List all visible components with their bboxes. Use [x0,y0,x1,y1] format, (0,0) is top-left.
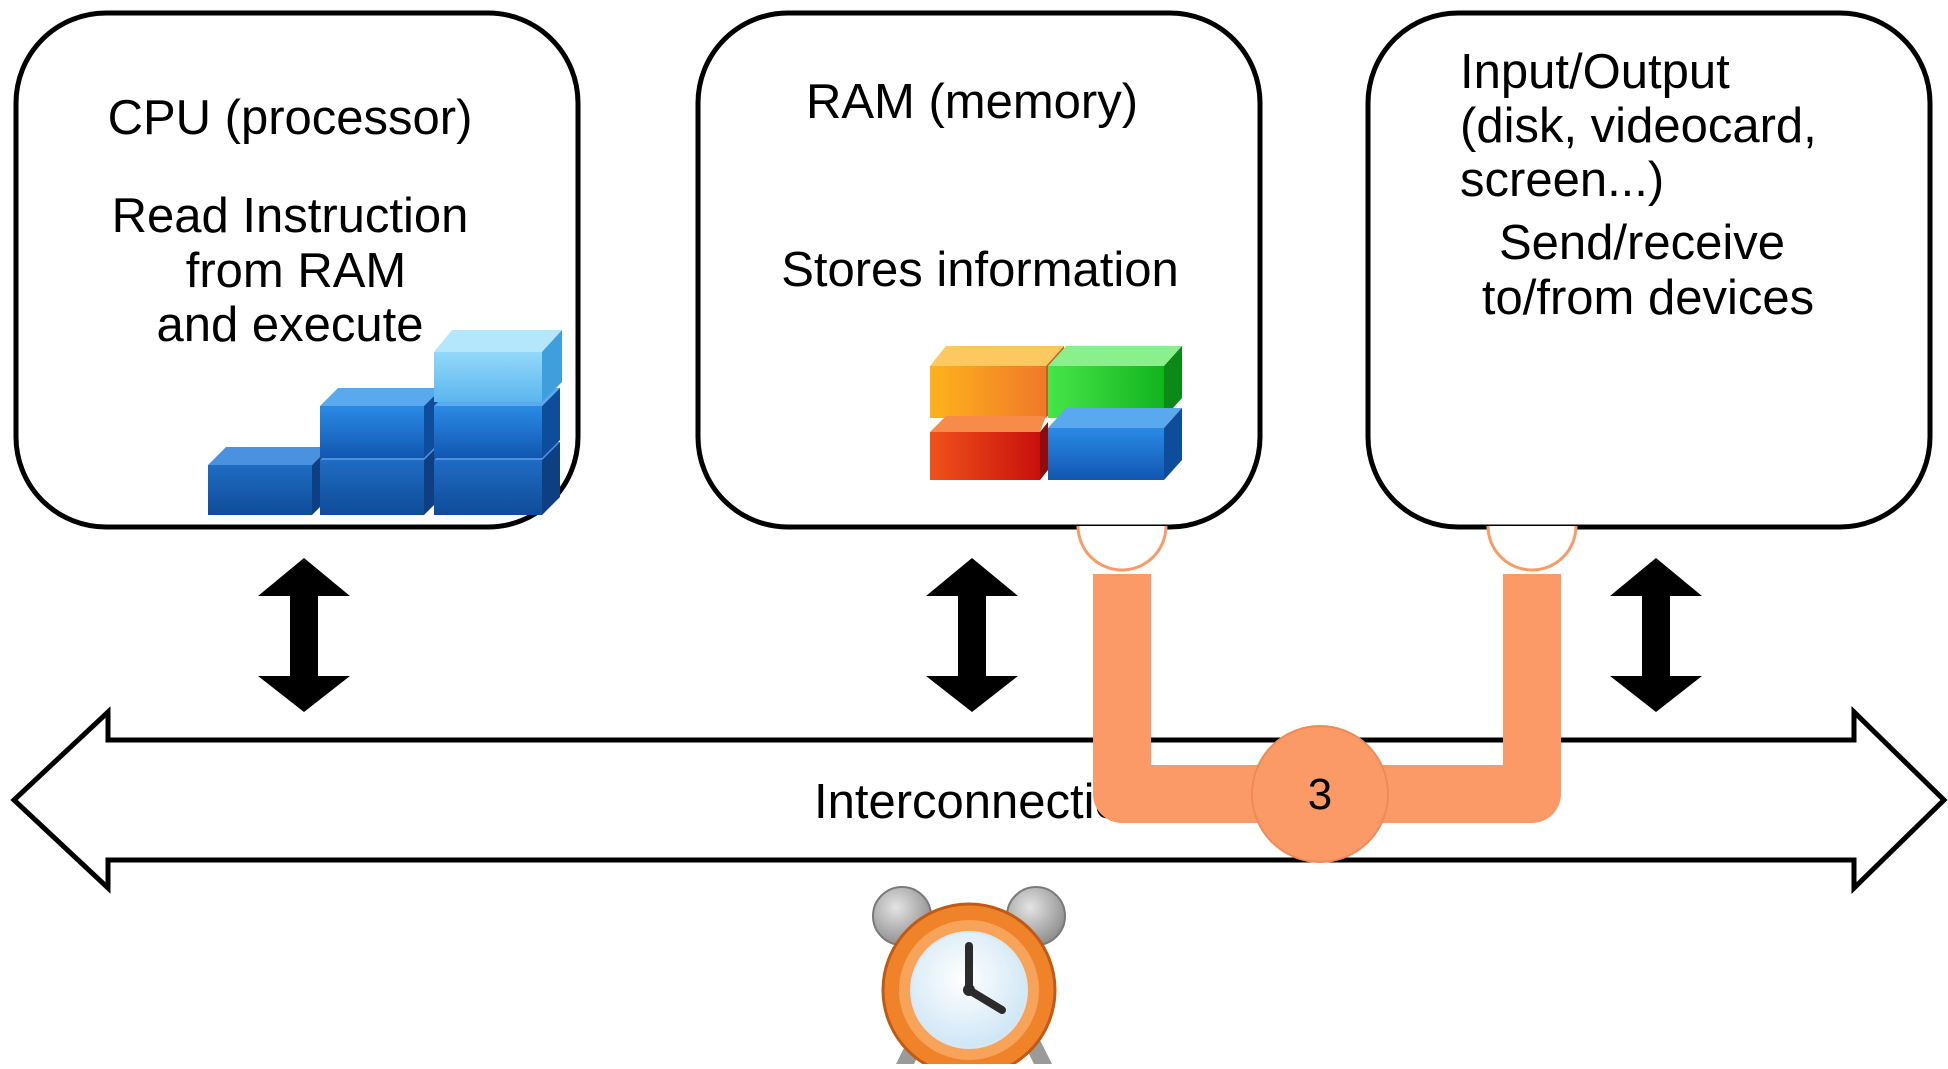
annotation-ram-hook [1076,525,1168,572]
io-bus-double-arrow [1610,558,1702,712]
cpu-desc-line-1: Read Instruction [112,189,469,243]
io-title-line-1: Input/Output [1460,45,1730,99]
io-desc-line-2: to/from devices [1482,271,1814,325]
cpu-desc-line-2: from RAM [186,244,407,298]
io-box: Input/Output (disk, videocard, screen...… [1365,10,1933,530]
ram-title: RAM (memory) [806,75,1138,129]
stacked-blue-blocks-icon [208,330,562,515]
cpu-bus-double-arrow [258,558,350,712]
annotation-badge [1251,725,1389,863]
annotation-number: 3 [1308,770,1332,819]
ram-box: RAM (memory) Stores information [695,10,1263,530]
cpu-box: CPU (processor) Read Instruction from RA… [13,10,581,530]
io-title-line-2: (disk, videocard, [1460,99,1817,153]
interconnection-bus: Interconnection [10,706,1948,894]
colored-blocks-icon [930,346,1182,480]
io-box-frame [1365,10,1933,530]
cpu-desc-line-3: and execute [157,298,424,352]
io-title-line-3: screen...) [1460,153,1664,207]
alarm-clock-icon [872,886,1066,1069]
ram-bus-double-arrow [926,558,1018,712]
io-desc-line-1: Send/receive [1499,216,1785,270]
annotation-connector: 3 [1076,525,1578,863]
annotation-io-hook [1486,525,1578,572]
bus-double-arrow [10,706,1948,894]
cpu-title: CPU (processor) [108,91,473,145]
ram-desc: Stores information [781,243,1179,297]
